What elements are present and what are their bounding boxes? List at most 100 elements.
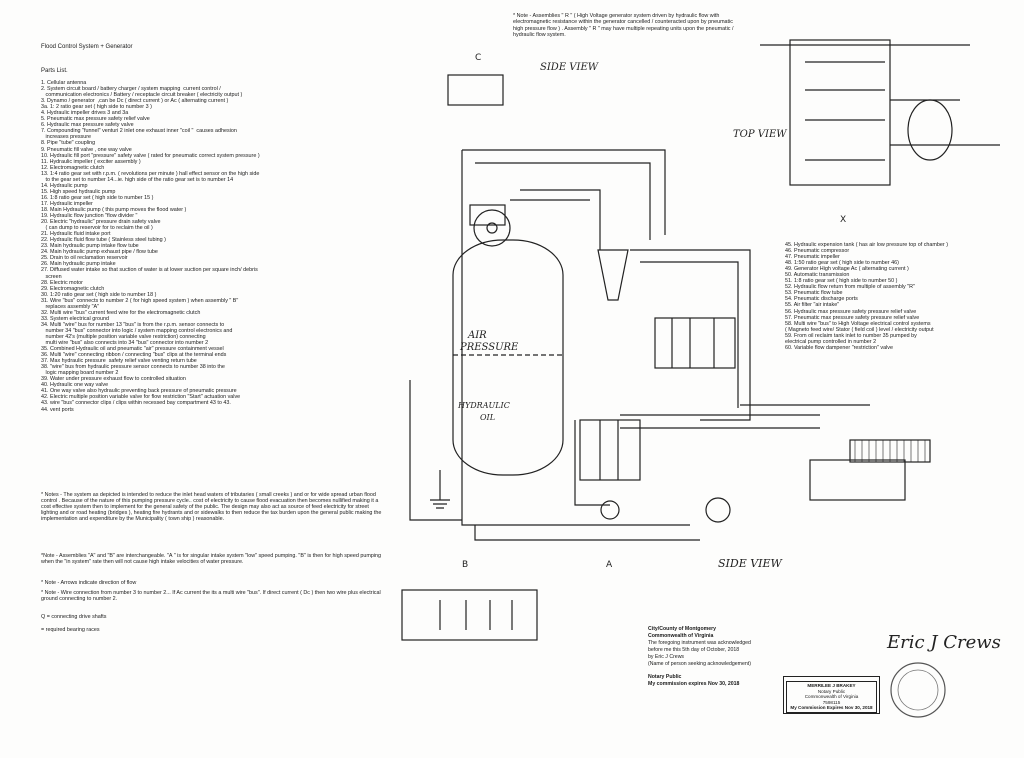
wire-bus-36 [409,380,462,521]
pressure-vessel [452,239,564,476]
parts-list-item: 31. Wire "bus" connects to number 2 ( fo… [41,297,239,304]
assembly-r-note: * Note - Assemblies " R " ( High Voltage… [513,13,734,38]
top-view-pipes [760,44,1000,146]
assembly-b-dividers [439,600,513,630]
parts-list-item: increases pressure [41,134,92,141]
parts-list-item: 10. Hydraulic fill port "pressure" safet… [41,152,260,159]
right-parts-list-item: 58. Multi wire "bus" to High Voltage ele… [785,320,931,327]
parts-list-item: 15. High speed hydraulic pump [41,188,116,195]
parts-list-item: 42. Electric multiple position variable … [41,394,241,401]
parts-list-item: logic mapping board number 2 [41,370,119,377]
expansion-tank-45 [907,99,953,161]
parts-list-item: 4. Hydraulic impeller drives 3 and 3a [41,110,129,117]
right-parts-list-item: 45. Hydraulic expension tank ( has air l… [785,242,948,248]
drain-valve-20 [705,497,731,523]
parts-list-item: 33. System electrical ground [41,315,110,322]
top-view-gears [805,61,885,161]
right-parts-list-item: 49. Generator High voltage Ac ( alternat… [785,266,909,273]
parts-list-item: 28. Electric motor [41,279,83,286]
note-paragraph: * Notes - The system as depicted is inte… [41,492,382,523]
right-parts-list-item: 51. 1:8 ratio gear set ( high side to nu… [785,278,898,285]
notary-seal [890,662,946,718]
stamp-title: Notary Public [817,688,846,694]
right-parts-list-item: 46. Pneumatic compressor [785,248,850,255]
stamp-name: MERRILEE J BRAKEY [807,683,856,688]
parts-list-item: number 34 "bus" connector into logic / s… [41,327,233,334]
label-side-view-main: SIDE VIEW [718,557,784,570]
parts-list-item: 6. Hydraulic max pressure safety valve [41,122,134,129]
parts-list-item: 30. 1:20 ratio gear set ( high side to n… [41,291,157,298]
parts-list-heading: Parts List. [41,68,68,74]
top-view-frame [789,39,891,186]
notary-stamp: MERRILEE J BRAKEY Notary Public Commonwe… [783,676,880,714]
right-parts-list-item: 54. Pneumatic discharge ports [785,296,858,303]
stamp-reg: 7598115 [822,699,841,705]
dim-label-b: B [462,560,468,570]
parts-list-item: ( can dump to reservoir for to reclaim t… [41,225,153,232]
parts-list-item: 2. System circuit board / battery charge… [41,86,221,93]
pipe-main-loop [461,149,690,526]
notary-seal-inner [897,669,939,711]
parts-list-item: 25. Drain to oil reclamation reservoir [41,255,128,262]
stamp-state: Commonwealth of Virginia [804,694,859,700]
label-pressure: PRESSURE [459,342,519,353]
parts-list-item: 3. Dynamo / generator ,can be Dc ( direc… [41,98,229,105]
parts-list-item: 23. Main hydraulic pump intake flow tube [41,243,139,250]
notary-statement: The foregoing instrument was acknowledge… [648,640,751,646]
right-parts-list-item: 53. Pneumatic flow tube [785,290,843,297]
parts-list-item: screen [41,273,62,280]
circuit-board-box [469,204,506,226]
parts-list-item: 29. Electromagnetic clutch [41,285,105,292]
parts-list-item: 3a. 1: 2 ratio gear set ( high side to n… [41,104,152,111]
parts-list-item: 26. Main hydraulic pump intake [41,261,116,268]
note-paragraph: Q = connecting drive shafts [41,614,107,620]
dim-label-x: X [840,215,846,225]
parts-list-item: 1. Cellular antenna [41,80,87,86]
parts-list-item: 40. Hydraulic one way valve [41,382,109,389]
label-side-view-top: SIDE VIEW [540,62,599,73]
label-hydraulic: HYDRAULIC [457,401,510,410]
right-parts-list-item: 52. Hydraulic flow return from multiple … [785,284,915,291]
notary-commonwealth: Commonwealth of Virginia [648,633,714,639]
right-parts-list-item: electrical pump controlled in number 2 [785,338,877,345]
parts-list-item: replaces assembly "A" [41,303,100,310]
right-parts-list-item: ( Magneto feed wire/ Stator ( field coil… [785,326,934,333]
notary-name-caption: (Name of person seeking acknowledgement) [648,661,751,667]
generator-wheel [473,209,511,247]
stamp-expires: My Commission Expires Nov 30, 2018 [790,705,873,711]
parts-list-item: 9. Pneumatic fill valve , one way valve [41,146,132,153]
label-top-view: TOP VIEW [733,129,787,140]
parts-list-item: 32. Multi wire "bus" current feed wire f… [41,309,201,316]
note-paragraph: * Note - Arrows indicate direction of fl… [41,580,137,586]
label-oil: OIL [480,413,495,422]
parts-list-item: 44. vent ports [41,406,74,413]
parts-list-item: 19. Hydraulic flow junction "flow divide… [41,213,138,220]
pipe-right-loop [630,249,751,421]
parts-list-item: 43. wire "bus" connector clips / clips w… [41,400,231,407]
notary-block: City/County of Montgomery Commonwealth o… [648,626,793,688]
note-paragraph: *Note - Assemblies "A" and "B" are inter… [41,553,382,566]
parts-list-item: 11. Hydraulic impeller ( exciter assembl… [41,158,141,165]
pipe-lower-run [474,420,700,541]
pipe-exhaust [620,414,820,429]
flow-junction-19 [600,500,620,520]
venturi-funnel [597,249,629,301]
parts-list-item: 21. Hydraulic fluid intake port [41,231,111,238]
pump-assembly-lower [579,419,641,481]
right-parts-list-item: 48. 1:50 ratio gear set ( high side to n… [785,260,899,267]
note-paragraph: = required bearing races [41,627,100,633]
parts-list-item: 13. 1:4 ratio gear set with r.p.m. ( rev… [41,170,260,177]
ground-symbol [430,470,450,509]
notary-expiry: My commission expires Nov 30, 2018 [648,681,740,687]
signature: Eric J Crews [886,632,1001,653]
parts-list-item: multi wire "bus" also connects into 34 "… [41,340,209,347]
parts-list-item: 17. Hydraulic impeller [41,200,93,207]
notary-county: City/County of Montgomery [648,626,717,632]
right-parts-list-item: 57. Pneumatic max pressure safety pressu… [785,314,920,321]
label-air: AIR [467,330,487,341]
side-view-c-box [447,74,504,106]
parts-list-item: 18. Main Hydraulic pump ( this pump move… [41,206,187,213]
assembly-b-frame [401,589,538,641]
